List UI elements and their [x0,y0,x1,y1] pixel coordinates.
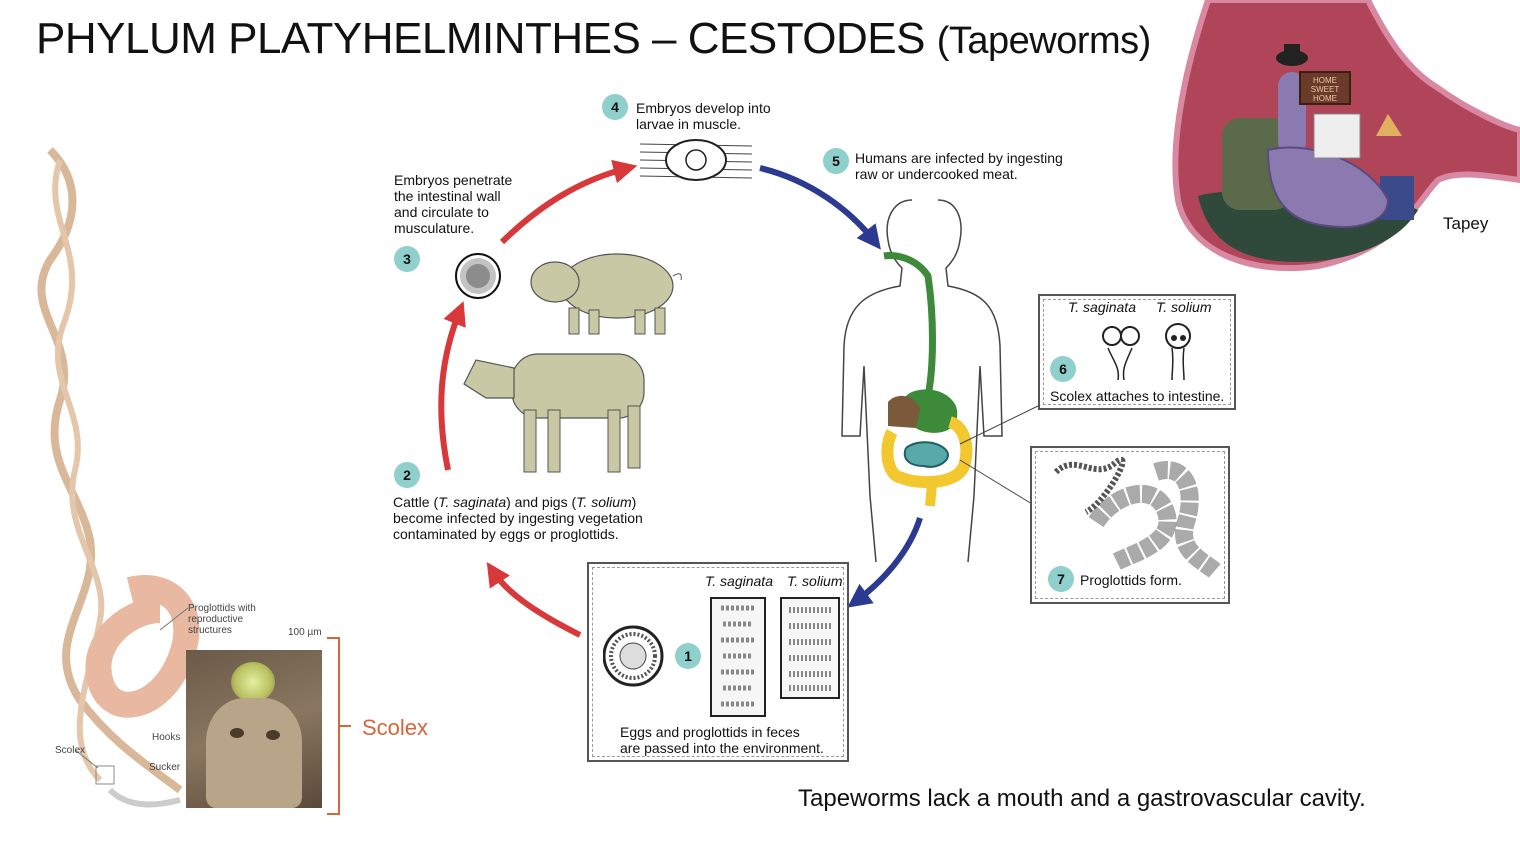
scolex-label: Scolex [362,715,429,740]
egg-and-proglottid-drawings [603,597,840,717]
step-6-badge: 6 [1050,356,1076,382]
arrow-4-to-5 [759,165,881,250]
proglottids-drawing [1053,456,1223,579]
box1-solium: T. solium [787,573,843,589]
arrow-3-to-4 [499,159,638,245]
box6-solium: T. solium [1156,299,1212,315]
sucker-left [230,728,244,738]
arrow-5-to-1 [847,517,923,608]
step-4-text: Embryos develop into larvae in muscle. [636,100,771,132]
label-scale: 100 µm [288,627,322,638]
human-figure [841,199,1003,563]
scolex-bracket [327,637,351,815]
box6-saginata: T. saginata [1068,299,1136,315]
arrow-1-to-2 [486,561,582,638]
step-2-badge: 2 [394,462,420,488]
step-3-badge: 3 [394,246,420,272]
step-1-badge: 1 [675,643,701,669]
step-2-text: Cattle (T. saginata) and pigs (T. solium… [393,494,643,542]
pig-illustration [530,253,682,335]
arrow-2-to-3 [438,301,466,471]
step-7-badge: 7 [1048,566,1074,592]
scolex-drawings [1102,323,1191,380]
zoom-arrow [107,787,181,808]
step-4-badge: 4 [602,94,628,120]
cycle-arrows [438,159,923,638]
footer-caption: Tapeworms lack a mouth and a gastrovascu… [798,785,1366,812]
sign-line-3: HOME [1313,94,1337,103]
label-hooks: Hooks [152,732,181,743]
box1-saginata: T. saginata [705,573,773,589]
proglottids-box: 7 Proglottids form. [1030,446,1230,604]
eggs-box: T. saginata T. solium 1 Eggs and proglot… [587,562,849,762]
leader-line [74,749,99,769]
step-5-badge: 5 [823,148,849,174]
step-3-text: Embryos penetrate the intestinal wall an… [394,172,513,236]
page-title: PHYLUM PLATYHELMINTHES – CESTODES (Tapew… [36,14,1151,64]
step-7-text: Proglottids form. [1080,572,1182,588]
larva-in-muscle [640,139,752,181]
scolex-head [206,698,302,808]
title-main: PHYLUM PLATYHELMINTHES – CESTODES [36,14,925,63]
step-6-text: Scolex attaches to intestine. [1050,388,1225,404]
label-proglottids: Proglottids with reproductive structures [188,603,256,636]
leader-line [159,607,189,631]
tapeworm-illustration [37,147,200,808]
sign-line-1: HOME [1313,76,1337,85]
step-5-text: Humans are infected by ingesting raw or … [855,150,1063,182]
sign-line-2: SWEET [1311,85,1340,94]
tapey-label: Tapey [1443,214,1489,233]
label-sucker: Sucker [149,762,181,773]
scolex-photo [186,650,322,808]
hooks-crown [231,662,275,702]
step-1-text: Eggs and proglottids in feces are passed… [620,724,824,756]
sucker-right [266,730,280,740]
scolex-zoom-box [95,765,115,785]
scolex-box: T. saginata T. solium 6 Scolex attaches … [1038,294,1236,410]
box-leader-lines [959,405,1039,505]
proglottid-segments [85,575,200,718]
embryo-icon [455,253,501,299]
bracket-path [327,637,351,815]
cow-illustration [463,353,645,473]
label-scolex-small: Scolex [55,745,86,756]
title-paren: (Tapeworms) [936,20,1152,62]
tapey-cartoon: HOME SWEET HOME [1172,0,1520,272]
